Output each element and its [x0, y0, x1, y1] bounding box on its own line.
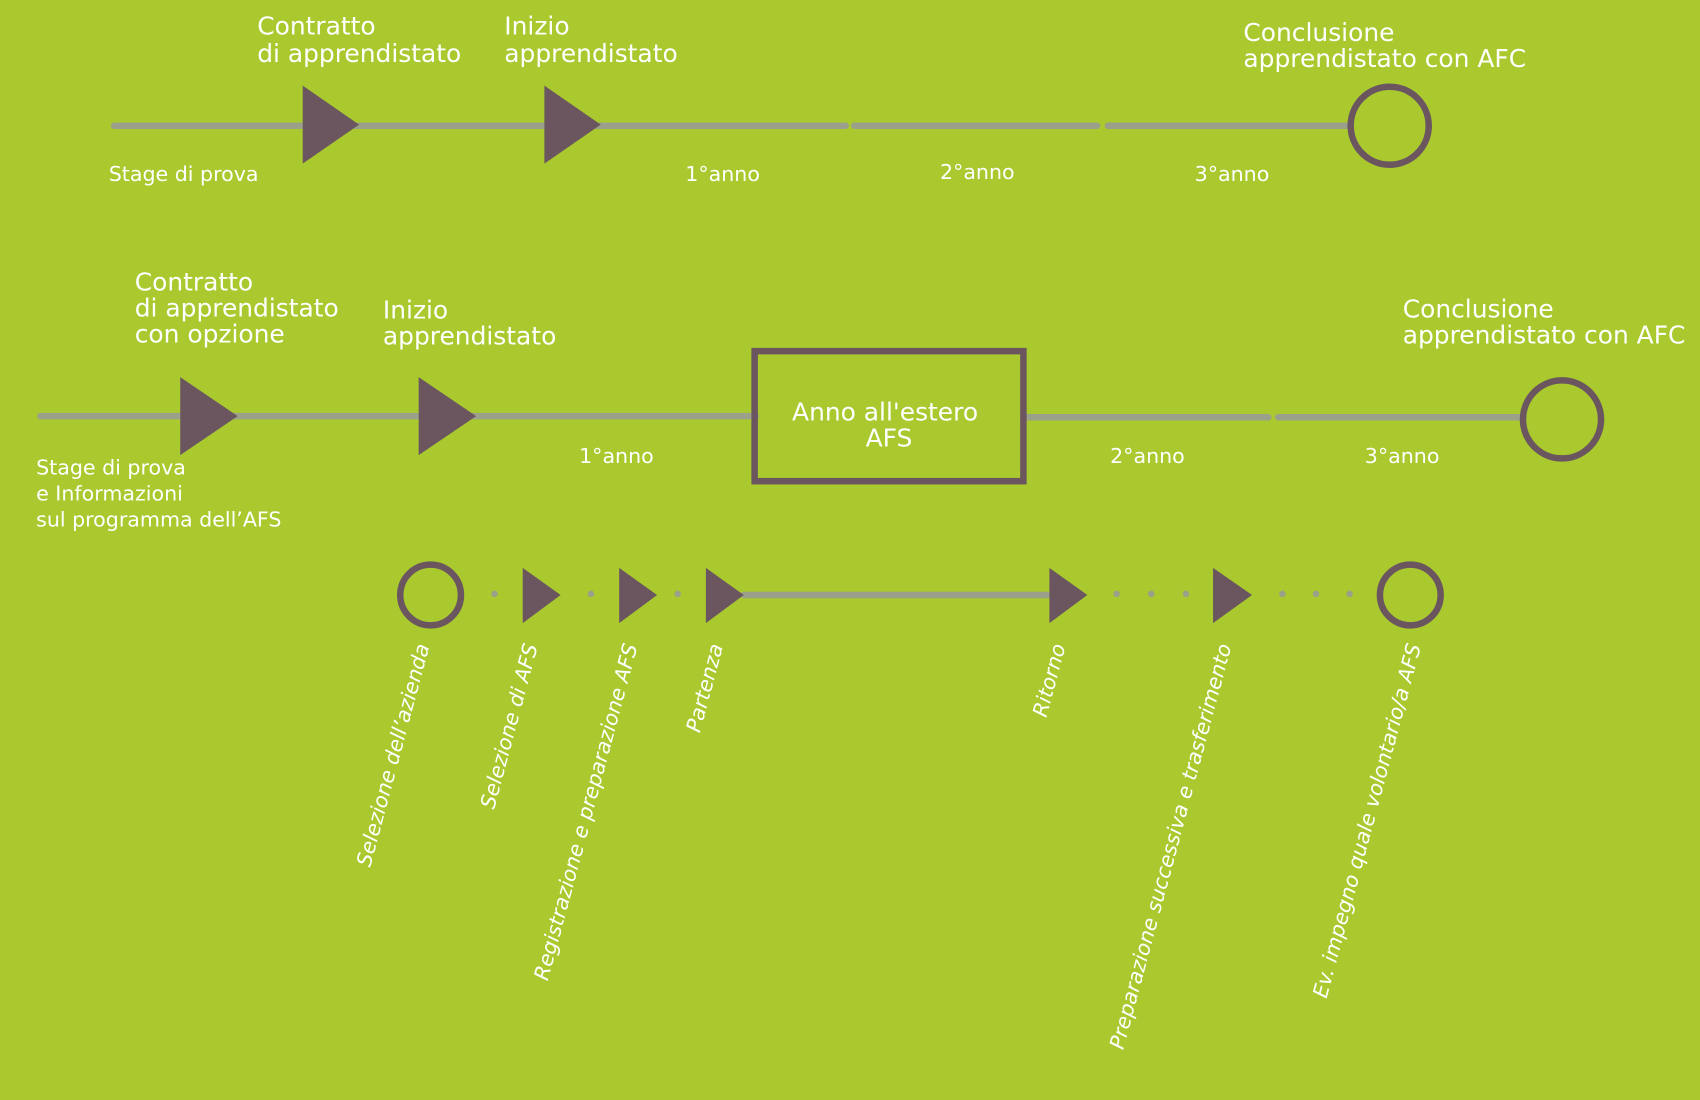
start-label: Inizio apprendistato — [383, 296, 556, 351]
afs-selection-arrow-marker — [522, 567, 561, 624]
contract-arrow-marker — [180, 377, 238, 456]
timeline-afs: Anno all'estero AFS Contratto di apprend… — [36, 267, 1685, 531]
abroad-year-label: Anno all'estero AFS — [792, 397, 986, 452]
year1-label: 1°anno — [579, 444, 654, 468]
trial-info-period-label: Stage di prova e Informazioni sul progra… — [36, 456, 281, 532]
year2-label: 2°anno — [1110, 444, 1185, 468]
abroad-year-box — [751, 347, 1027, 485]
step-label-return: Ritorno — [1028, 641, 1071, 719]
step-label-registration: Registrazione e preparazione AFS — [529, 641, 642, 983]
step-label-volunteer: Ev. impegno quale volontario/a AFS — [1308, 641, 1426, 1000]
start-arrow-marker — [418, 377, 477, 456]
end-label: Conclusione apprendistato con AFC — [1403, 295, 1686, 350]
step-label-company-selection: Selezione dell’azienda — [352, 641, 435, 869]
contract-option-label: Contratto di apprendistato con opzione — [135, 267, 347, 348]
trial-period-label: Stage di prova — [109, 162, 259, 186]
contract-arrow-marker — [302, 85, 360, 164]
end-label: Conclusione apprendistato con AFC — [1243, 18, 1526, 73]
year3-label: 3°anno — [1195, 162, 1270, 186]
registration-arrow-marker — [619, 567, 658, 624]
company-selection-circle-marker — [396, 561, 465, 629]
step-label-follow-up: Preparazione successiva e trasferimento — [1105, 641, 1237, 1052]
afs-steps-track: Selezione dell’azienda Selezione di AFS … — [352, 561, 1444, 1052]
departure-arrow-marker — [705, 567, 744, 624]
follow-up-arrow-marker — [1213, 567, 1253, 624]
contract-label: Contratto di apprendistato — [257, 12, 461, 68]
end-circle-marker — [1347, 83, 1432, 168]
step-separator-dots — [491, 590, 1353, 598]
end-circle-marker — [1519, 377, 1605, 462]
return-arrow-marker — [1049, 567, 1088, 624]
start-arrow-marker — [544, 85, 601, 164]
year1-label: 1°anno — [685, 162, 760, 186]
year2-label: 2°anno — [940, 160, 1015, 184]
step-label-departure: Partenza — [681, 641, 728, 735]
volunteer-circle-marker — [1376, 561, 1444, 629]
timeline-standard: Contratto di apprendistato Inizio appren… — [109, 12, 1526, 186]
start-label: Inizio apprendistato — [504, 12, 677, 68]
step-label-afs-selection: Selezione di AFS — [476, 641, 543, 811]
year3-label: 3°anno — [1365, 444, 1440, 468]
